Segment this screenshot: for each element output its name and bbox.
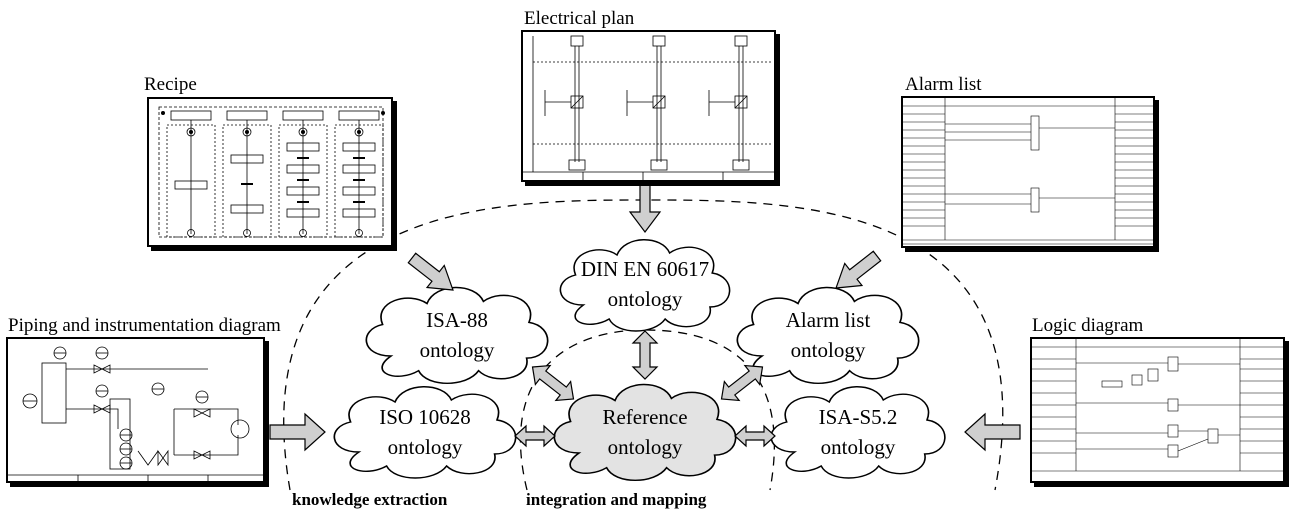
electrical-plan-title: Electrical plan xyxy=(524,8,635,29)
reference-ontology-label: Reference ontology xyxy=(575,402,715,462)
isas52-ontology-line2: ontology xyxy=(820,435,896,459)
alarm-to-alarm-ontology-arrow xyxy=(835,250,882,289)
electrical-plan-document xyxy=(521,30,776,182)
integration-mapping-label: integration and mapping xyxy=(526,490,707,509)
din-reference-mapping-arrow xyxy=(631,330,659,380)
isa88-ontology-line2: ontology xyxy=(419,338,495,362)
din-ontology-line2: ontology xyxy=(607,287,683,311)
logic-diagram-title: Logic diagram xyxy=(1032,315,1144,336)
pid-to-iso-arrow xyxy=(269,412,326,452)
knowledge-extraction-label: knowledge extraction xyxy=(292,490,448,509)
recipe-title: Recipe xyxy=(144,74,197,95)
alarm-list-document xyxy=(901,96,1155,248)
isas52-reference-mapping-arrow xyxy=(734,424,776,448)
alarm-ontology-line1: Alarm list xyxy=(785,308,871,332)
knowledge-extraction-boundary xyxy=(283,199,1004,491)
isa88-ontology-label: ISA-88 ontology xyxy=(387,305,527,365)
pid-document xyxy=(6,337,265,483)
isas52-ontology-line1: ISA-S5.2 xyxy=(818,405,898,429)
electrical-to-din-arrow xyxy=(628,184,662,233)
alarm-list-title: Alarm list xyxy=(905,74,982,95)
din-ontology-label: DIN EN 60617 ontology xyxy=(565,254,725,314)
iso-ontology-line2: ontology xyxy=(387,435,463,459)
reference-ontology-line2: ontology xyxy=(607,435,683,459)
alarm-ontology-line2: ontology xyxy=(790,338,866,362)
reference-ontology-line1: Reference xyxy=(602,405,688,429)
iso-ontology-line1: ISO 10628 xyxy=(379,405,471,429)
recipe-document xyxy=(147,97,393,247)
isas52-ontology-label: ISA-S5.2 ontology xyxy=(788,402,928,462)
integration-mapping-boundary xyxy=(519,329,775,491)
isa88-reference-mapping-arrow xyxy=(531,364,575,402)
iso-reference-mapping-arrow xyxy=(514,424,556,448)
iso-ontology-label: ISO 10628 ontology xyxy=(355,402,495,462)
alarm-reference-mapping-arrow xyxy=(720,364,764,402)
logic-to-isas52-arrow xyxy=(964,412,1021,452)
alarm-ontology-label: Alarm list ontology xyxy=(758,305,898,365)
recipe-to-isa88-arrow xyxy=(407,252,454,291)
isa88-ontology-line1: ISA-88 xyxy=(426,308,488,332)
logic-diagram-document xyxy=(1030,337,1285,483)
pid-title: Piping and instrumentation diagram xyxy=(8,315,281,336)
din-ontology-line1: DIN EN 60617 xyxy=(580,257,710,281)
